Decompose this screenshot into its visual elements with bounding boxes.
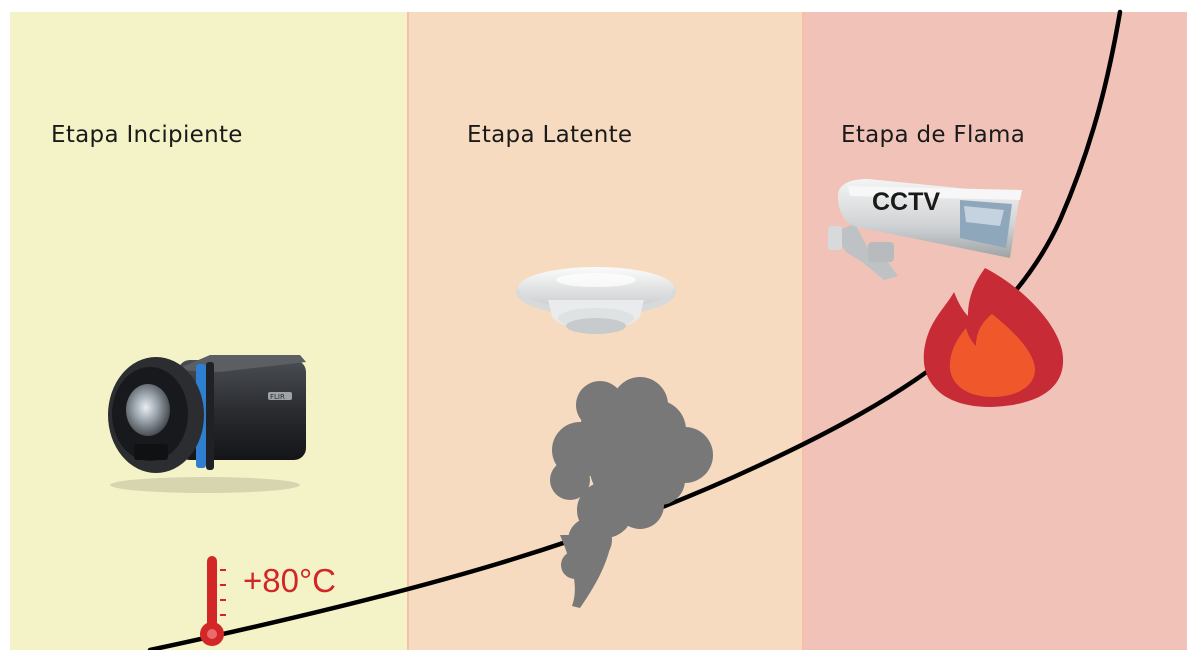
stage-divider — [407, 12, 409, 650]
fire-growth-curve — [147, 9, 1123, 650]
stage-divider — [802, 12, 804, 650]
temperature-label: +80°C — [243, 562, 337, 599]
stage-band-incipient — [10, 12, 408, 650]
smoke-detector-icon — [516, 267, 676, 334]
smoke-cloud-icon — [550, 377, 713, 608]
thermal-camera-icon: FLIR — [108, 355, 306, 493]
svg-text:FLIR: FLIR — [270, 393, 285, 401]
cctv-camera-icon: CCTV — [828, 179, 1022, 280]
stage-title-incipient: Etapa Incipiente — [51, 122, 243, 148]
thermometer-icon — [200, 556, 226, 646]
stage-title-latent: Etapa Latente — [467, 122, 633, 148]
flame-icon — [923, 268, 1064, 407]
svg-text:CCTV: CCTV — [872, 188, 940, 216]
stage-title-flame: Etapa de Flama — [841, 122, 1026, 148]
